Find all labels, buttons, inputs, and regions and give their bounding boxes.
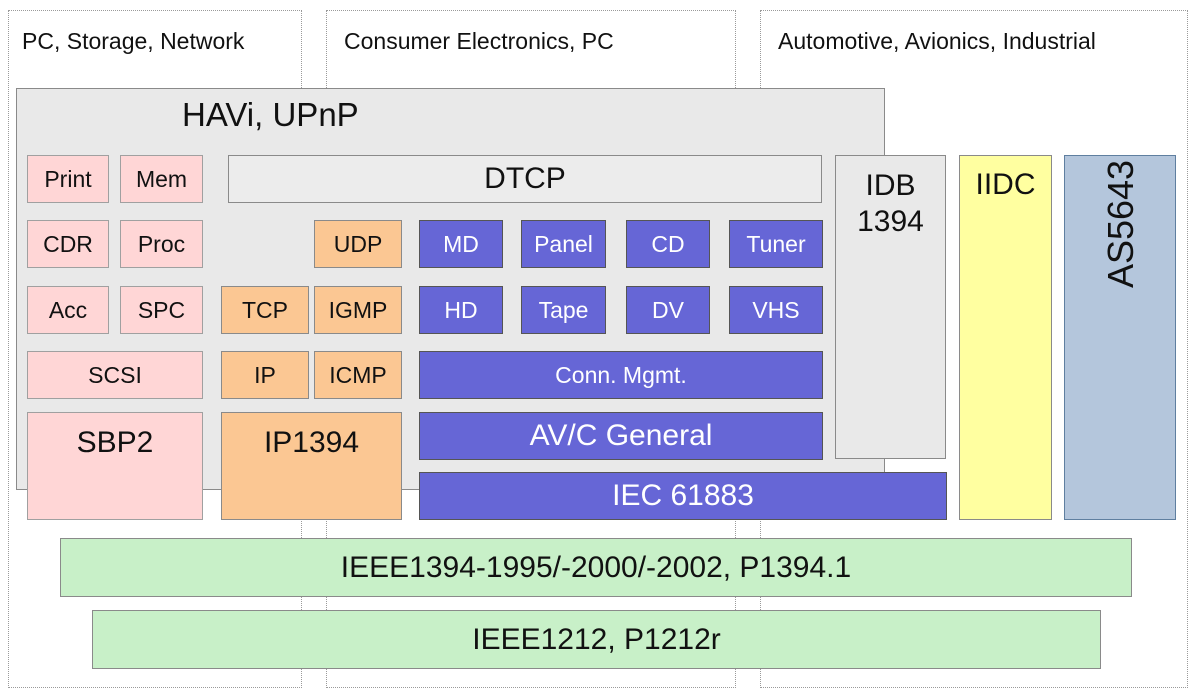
tuner-box: Tuner — [729, 220, 823, 268]
spc-box: SPC — [120, 286, 203, 334]
avc-general-box: AV/C General — [419, 412, 823, 460]
idb-1394-line1: IDB — [865, 169, 916, 202]
igmp-box: IGMP — [314, 286, 402, 334]
dtcp-box: DTCP — [228, 155, 822, 203]
idb-1394-box: IDB 1394 — [835, 155, 946, 459]
havi-upnp-label: HAVi, UPnP — [182, 96, 359, 133]
cd-box: CD — [626, 220, 710, 268]
iidc-box: IIDC — [959, 155, 1052, 520]
column-title-auto: Automotive, Avionics, Industrial — [778, 28, 1096, 54]
vhs-box: VHS — [729, 286, 823, 334]
ip1394-box: IP1394 — [221, 412, 402, 520]
ip-box: IP — [221, 351, 309, 399]
tcp-box: TCP — [221, 286, 309, 334]
print-box: Print — [27, 155, 109, 203]
sbp2-box: SBP2 — [27, 412, 203, 520]
acc-box: Acc — [27, 286, 109, 334]
column-title-ce: Consumer Electronics, PC — [344, 28, 614, 54]
as5643-label: AS5643 — [1100, 159, 1141, 289]
hd-box: HD — [419, 286, 503, 334]
proc-box: Proc — [120, 220, 203, 268]
panel-box: Panel — [521, 220, 606, 268]
iec-61883-box: IEC 61883 — [419, 472, 947, 520]
udp-box: UDP — [314, 220, 402, 268]
column-title-pc: PC, Storage, Network — [22, 28, 245, 54]
scsi-box: SCSI — [27, 351, 203, 399]
as5643-box: AS5643 — [1064, 155, 1176, 520]
tape-box: Tape — [521, 286, 606, 334]
md-box: MD — [419, 220, 503, 268]
icmp-box: ICMP — [314, 351, 402, 399]
idb-1394-line2: 1394 — [857, 205, 924, 238]
ieee1212-bar: IEEE1212, P1212r — [92, 610, 1101, 669]
cdr-box: CDR — [27, 220, 109, 268]
mem-box: Mem — [120, 155, 203, 203]
conn-mgmt-box: Conn. Mgmt. — [419, 351, 823, 399]
dv-box: DV — [626, 286, 710, 334]
ieee1394-bar: IEEE1394-1995/-2000/-2002, P1394.1 — [60, 538, 1132, 597]
